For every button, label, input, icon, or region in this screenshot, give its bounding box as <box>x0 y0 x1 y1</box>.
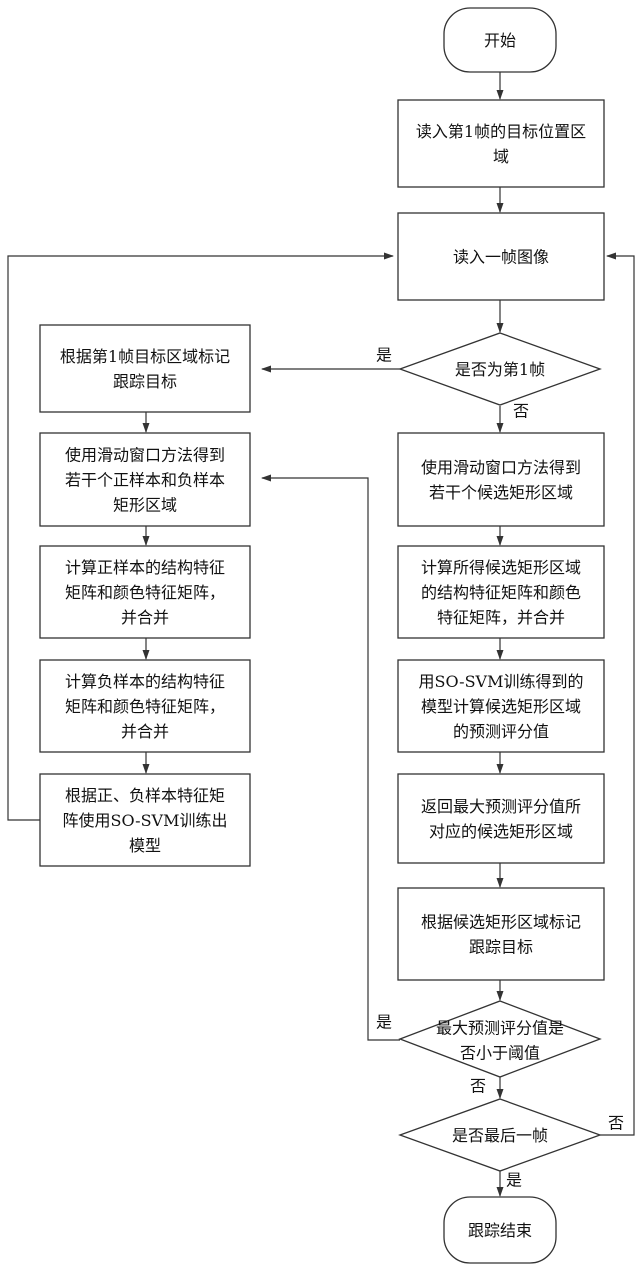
start-label: 开始 <box>484 31 516 50</box>
read-frame-label: 读入一帧图像 <box>453 247 549 266</box>
nodes: 开始 读入第1帧的目标位置区域 读入一帧图像 是否为第1帧 根据第1帧目标区域标… <box>40 8 604 1263</box>
read-frame-line-1: 读入一帧图像 <box>453 247 549 266</box>
last-frame-label: 是否最后一帧 <box>452 1126 548 1145</box>
predict-line-3: 的预测评分值 <box>453 722 549 741</box>
return-max-line-2: 对应的候选矩形区域 <box>429 822 573 841</box>
cand-feature-line-1: 计算所得候选矩形区域 <box>421 558 581 577</box>
predict-line-1: 用SO-SVM训练得到的 <box>419 672 584 691</box>
candidate-feature-label: 计算所得候选矩形区域的结构特征矩阵和颜色特征矩阵，并合并 <box>421 558 581 627</box>
read-first-line-2: 域 <box>493 147 509 166</box>
pos-feature-line-2: 矩阵和颜色特征矩阵， <box>65 583 225 602</box>
cand-feature-line-3: 特征矩阵，并合并 <box>437 608 565 627</box>
is-first-line-1: 是否为第1帧 <box>455 360 545 379</box>
sample-left-line-3: 矩形区域 <box>113 495 177 514</box>
threshold-line-2: 否小于阈值 <box>460 1043 540 1062</box>
pos-feature-line-1: 计算正样本的结构特征 <box>65 558 225 577</box>
return-max-box <box>398 774 604 863</box>
train-line-3: 模型 <box>129 836 161 855</box>
no-label-threshold: 否 <box>470 1077 486 1096</box>
train-line-2: 阵使用SO-SVM训练出 <box>63 811 228 830</box>
threshold-decision <box>400 1001 600 1077</box>
train-line-1: 根据正、负样本特征矩 <box>65 786 225 805</box>
neg-feature-line-3: 并合并 <box>121 722 169 741</box>
mark-first-line-1: 根据第1帧目标区域标记 <box>60 347 230 366</box>
neg-feature-line-2: 矩阵和颜色特征矩阵， <box>65 697 225 716</box>
cand-feature-line-2: 的结构特征矩阵和颜色 <box>421 583 581 602</box>
read-first-line-1: 读入第1帧的目标位置区 <box>416 122 586 141</box>
sample-candidate-box <box>398 433 604 526</box>
no-label-is-first: 否 <box>513 402 529 421</box>
sample-right-line-1: 使用滑动窗口方法得到 <box>421 458 581 477</box>
read-first-frame-box <box>398 100 604 187</box>
arrow-threshold-yes-to-sample-left <box>262 478 400 1040</box>
mark-first-target-box <box>40 325 250 412</box>
yes-label-is-first: 是 <box>376 346 392 365</box>
start-line-1: 开始 <box>484 31 516 50</box>
sample-left-line-2: 若干个正样本和负样本 <box>65 470 225 489</box>
mark-candidate-box <box>398 888 604 980</box>
end-line-1: 跟踪结束 <box>468 1221 532 1240</box>
mark-cand-line-1: 根据候选矩形区域标记 <box>421 912 581 931</box>
is-first-frame-label: 是否为第1帧 <box>455 360 545 379</box>
sample-left-line-1: 使用滑动窗口方法得到 <box>65 445 225 464</box>
yes-label-last-frame: 是 <box>506 1171 522 1190</box>
threshold-line-1: 最大预测评分值是 <box>436 1018 564 1037</box>
predict-line-2: 模型计算候选矩形区域 <box>421 697 581 716</box>
no-label-last-frame: 否 <box>608 1114 624 1133</box>
mark-first-line-2: 跟踪目标 <box>113 372 177 391</box>
neg-feature-line-1: 计算负样本的结构特征 <box>65 672 225 691</box>
last-frame-line-1: 是否最后一帧 <box>452 1126 548 1145</box>
mark-cand-line-2: 跟踪目标 <box>469 937 533 956</box>
end-label: 跟踪结束 <box>468 1221 532 1240</box>
return-max-line-1: 返回最大预测评分值所 <box>421 797 581 816</box>
sample-right-line-2: 若干个候选矩形区域 <box>429 483 573 502</box>
pos-feature-line-3: 并合并 <box>121 608 169 627</box>
yes-label-threshold: 是 <box>376 1013 392 1032</box>
arrow-last-frame-no-to-read-frame <box>600 256 634 1135</box>
